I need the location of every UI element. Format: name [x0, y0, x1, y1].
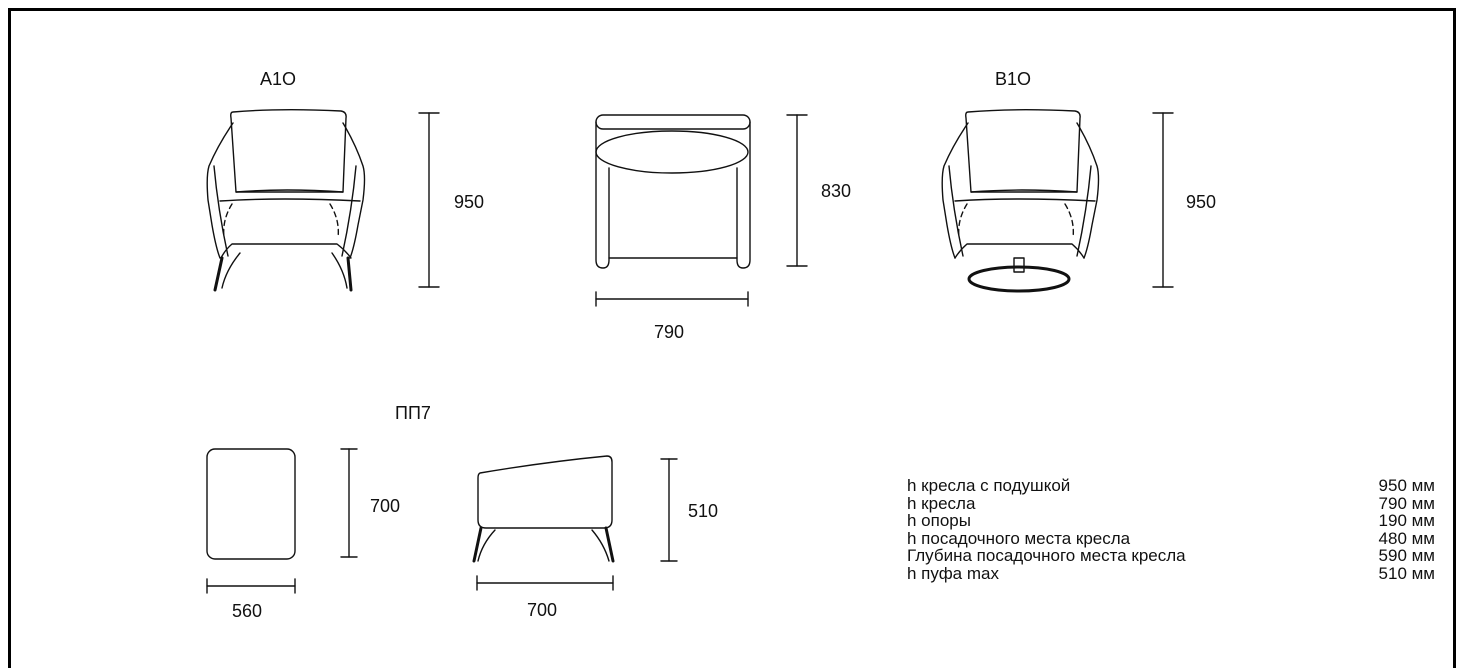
- pouf-top-view: [206, 448, 296, 560]
- spec-value: 590 мм: [1378, 546, 1435, 566]
- spec-row: h опоры 190 мм: [907, 512, 1435, 530]
- dimension-width-pouf-side: [476, 575, 614, 591]
- armchair-a1o-front-view: [206, 109, 366, 292]
- spec-row: h кресла 790 мм: [907, 495, 1435, 513]
- spec-label: Глубина посадочного места кресла: [907, 546, 1186, 566]
- dimension-height-pouf-side: [660, 458, 678, 562]
- dimension-label-middle-height: 830: [821, 181, 852, 201]
- spec-label: h опоры: [907, 511, 971, 531]
- dimension-label-a1o-height: 950: [454, 192, 485, 212]
- spec-label: h посадочного места кресла: [907, 528, 1131, 548]
- dimension-label-pouf-top-width: 560: [232, 601, 263, 621]
- dimension-label-middle-width: 790: [654, 322, 685, 342]
- dimension-label-pouf-side-height: 510: [688, 501, 719, 521]
- dimension-label-pouf-side-width: 700: [527, 600, 558, 620]
- spec-value: 510 мм: [1378, 563, 1435, 583]
- spec-label: h кресла: [907, 493, 976, 513]
- specifications-table: h кресла с подушкой 950 мм h кресла 790 …: [907, 477, 1435, 583]
- dimension-width-middle: [595, 291, 749, 307]
- pouf-side-view: [472, 455, 615, 563]
- dimension-label-pouf-top-height: 700: [370, 496, 401, 516]
- spec-value: 190 мм: [1378, 511, 1435, 531]
- spec-row: Глубина посадочного места кресла 590 мм: [907, 547, 1435, 565]
- spec-row: h пуфа max 510 мм: [907, 565, 1435, 583]
- dimension-height-a1o: [418, 112, 440, 288]
- model-label-a1o: А1О: [260, 69, 297, 89]
- spec-label: h кресла с подушкой: [907, 476, 1071, 495]
- spec-value: 790 мм: [1378, 493, 1435, 513]
- model-label-pp7: ПП7: [395, 403, 431, 423]
- dimension-height-middle: [786, 114, 808, 267]
- spec-label: h пуфа max: [907, 563, 999, 583]
- spec-value: 950 мм: [1378, 476, 1435, 495]
- dimension-height-pouf-top: [340, 448, 358, 558]
- armchair-b1o-front-view: [941, 109, 1100, 293]
- drawing-frame: [8, 8, 1456, 668]
- armchair-top-view: [595, 114, 751, 269]
- spec-row: h посадочного места кресла 480 мм: [907, 530, 1435, 548]
- model-label-b1o: В1О: [995, 69, 1032, 89]
- spec-value: 480 мм: [1378, 528, 1435, 548]
- dimension-height-b1o: [1152, 112, 1174, 288]
- dimension-width-pouf-top: [206, 578, 296, 594]
- spec-row: h кресла с подушкой 950 мм: [907, 477, 1435, 495]
- dimension-label-b1o-height: 950: [1186, 192, 1217, 212]
